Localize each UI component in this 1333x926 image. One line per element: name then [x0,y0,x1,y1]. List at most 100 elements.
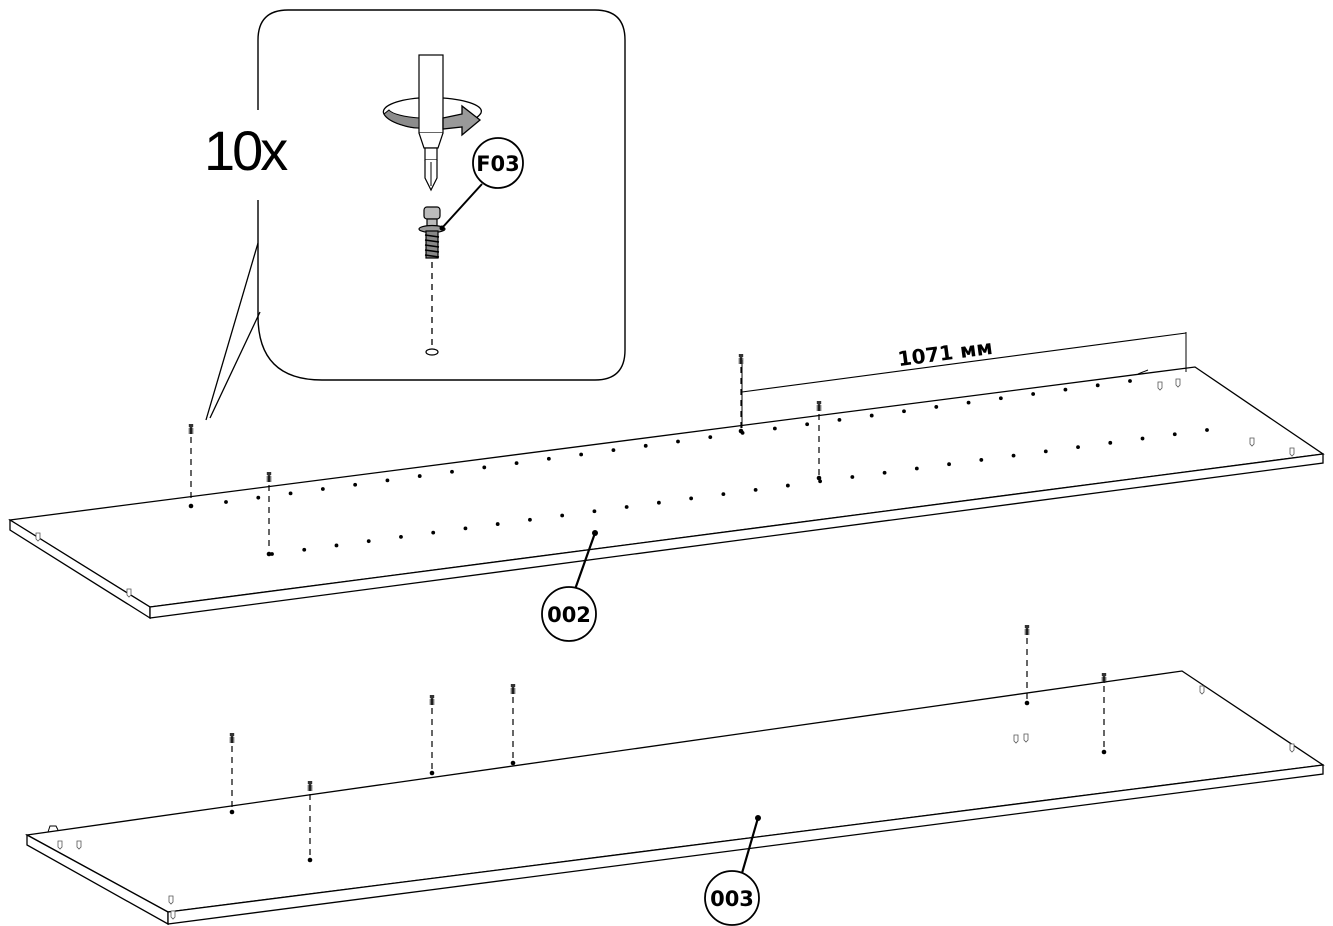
part-tag-003 [704,870,760,926]
cam-screw-insertion [1024,624,1030,706]
shelf-pin-hole [399,534,403,539]
shelf-pin-hole [624,505,629,509]
cam-screw [1175,378,1181,388]
part-code: 002 [547,603,591,627]
cam-screw-insertion [266,471,272,557]
cam-screw-insertion [1101,672,1107,755]
pilot-hole [425,348,439,356]
screw-hole [1024,700,1030,706]
shelf-pin-hole [772,426,777,431]
shelf-pin-hole [1031,392,1036,396]
shelf-pin-hole [302,547,307,552]
cam-screw [1013,734,1019,744]
panel-002 [8,366,1325,620]
screw-hole [429,770,435,776]
shelf-pin-hole [902,409,906,414]
cam-screw-icon [229,732,235,744]
cam-screw [1023,733,1029,743]
cam-screw-icon [307,780,313,792]
callout-frame [257,9,626,381]
shelf-pin-hole [256,495,261,500]
fastener-tag-f03 [472,137,524,189]
shelf-pin-hole [914,466,919,471]
shelf-pin-hole [1011,453,1016,458]
cam-screw [76,840,82,850]
shelf-pin-hole [528,517,532,522]
quantity-label: 10x [204,119,288,182]
shelf-pin-hole [1063,387,1068,392]
screw-hole [1101,749,1107,755]
shelf-pin-hole [1108,440,1113,445]
shelf-pin-hole [979,458,984,462]
shelf-pin-hole [463,526,468,531]
screw-hole [510,760,516,766]
shelf-pin-hole [966,400,971,405]
cam-screw [1289,447,1295,457]
cam-screw-icon [1024,624,1030,636]
part-code: 003 [710,887,754,911]
shelf-pin-hole [1172,432,1177,437]
shelf-pin-hole [785,483,790,488]
shelf-pin-hole [869,413,874,418]
cam-screw-insertion [816,400,822,481]
cam-screw-insertion [188,423,194,509]
shelf-pin-hole [224,500,228,504]
screw-hole [307,857,313,863]
cam-screw-icon [418,206,446,259]
cam-screw [1249,437,1255,447]
shelf-pin-hole [560,513,565,518]
shelf-pin-hole [805,422,810,427]
callout-pointer-line [209,311,261,419]
cam-screw [35,532,41,542]
cam-screw-insertion [510,683,516,766]
shelf-pin-hole [482,465,487,470]
screw-hole [229,809,235,815]
cam-screw-icon [816,400,822,412]
shelf-pin-hole [366,539,371,544]
screw-hole [266,551,272,557]
cam-screw-insertion [229,732,235,815]
leader-line [441,183,483,229]
shelf-pin-hole [385,478,390,483]
cam-screw-insertion [738,353,744,434]
cam-screw-icon [188,423,194,435]
cam-screw [170,910,176,920]
shelf-pin-hole [753,487,758,492]
hole-row-002 [224,379,1209,556]
screw-hole [738,428,744,434]
shelf-pin-hole [288,491,293,496]
shelf-pin-hole [1205,428,1209,432]
shelf-pin-hole [1043,449,1048,454]
shelf-pin-hole [656,500,661,505]
cam-screw [1199,685,1205,695]
shelf-pin-hole [334,543,339,548]
shelf-pin-hole [934,405,939,409]
dimension-label: 1071 мм [896,335,994,371]
screwdriver-icon [382,54,482,192]
cam-screw-icon [429,694,435,706]
cam-screw-insertion [429,694,435,776]
shelf-pin-hole [882,470,887,475]
screw-hole [188,503,194,509]
shelf-pin-hole [676,439,680,444]
shelf-pin-hole [708,435,713,440]
shelf-pin-hole [450,469,454,474]
shelf-pin-hole [495,522,500,526]
leader-line [571,532,597,596]
shelf-pin-hole [514,461,519,466]
shelf-pin-hole [579,452,584,457]
shelf-pin-hole [546,456,551,461]
shelf-pin-hole [721,492,726,497]
shelf-pin-hole [1076,445,1080,450]
shelf-pin-hole [850,475,855,479]
cam-screw-icon [738,353,744,365]
screw-hole [816,475,822,481]
shelf-pin-hole [353,482,358,487]
cam-screw-icon [510,683,516,695]
shelf-pin-hole [818,479,823,484]
rotate-clockwise-arrow-icon [442,104,482,137]
shelf-pin-hole [1140,436,1145,441]
shelf-pin-hole [689,496,694,501]
fastener-code: F03 [476,152,520,176]
screws-to-insert [188,353,1107,863]
